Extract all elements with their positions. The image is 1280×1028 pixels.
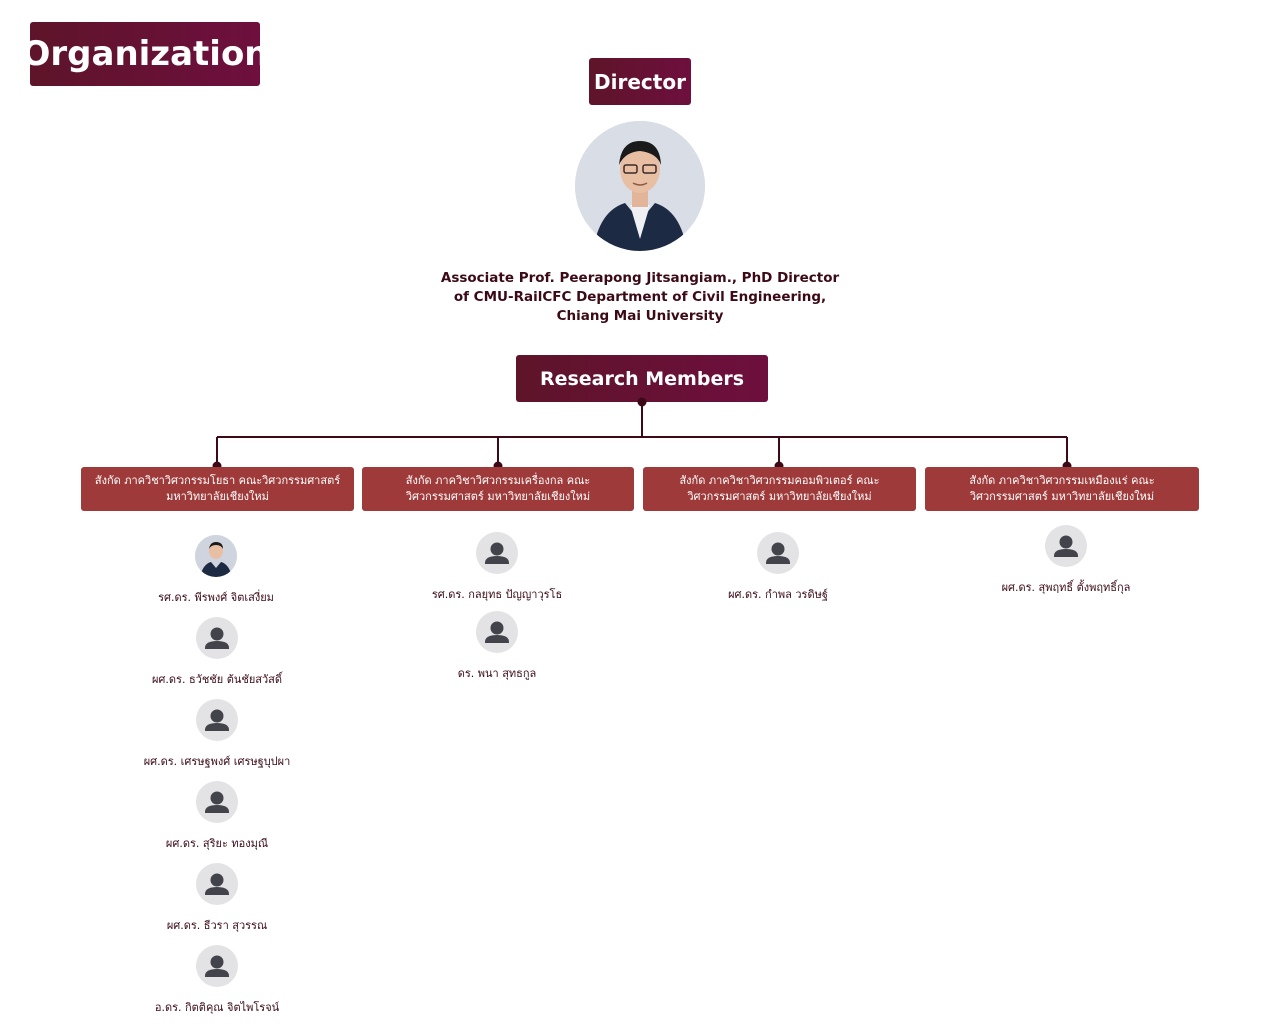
- member-name: รศ.ดร. กลยุทธ ปัญญาวุรโธ: [431, 588, 563, 601]
- member-card: ผศ.ดร. กำพล วรดิษฐ์: [658, 532, 898, 603]
- member-name: อ.ดร. กิตติคุณ จิตไพโรจน์: [154, 1001, 280, 1014]
- organization-title: Organization: [22, 22, 269, 86]
- person-icon: [196, 863, 238, 905]
- member-card: ดร. พนา สุทธกูล: [377, 611, 617, 682]
- member-name: รศ.ดร. พีรพงศ์ จิตเสงี่ยม: [158, 591, 274, 604]
- department-mining-box: สังกัด ภาควิชาวิศวกรรมเหมืองแร่ คณะวิศวก…: [925, 467, 1199, 511]
- person-icon: [757, 532, 799, 574]
- member-name: ผศ.ดร. สุพฤทธิ์ ตั้งพฤทธิ์กุล: [1001, 581, 1131, 594]
- person-icon: [476, 532, 518, 574]
- department-civil-box: สังกัด ภาควิชาวิศวกรรมโยธา คณะวิศวกรรมศา…: [81, 467, 354, 511]
- member-card: ผศ.ดร. สุริยะ ทองมุณี: [97, 781, 337, 852]
- director-photo: [575, 121, 705, 251]
- person-icon: [196, 699, 238, 741]
- person-icon: [1045, 525, 1087, 567]
- department-mechanical-box: สังกัด ภาควิชาวิศวกรรมเครื่องกล คณะวิศวก…: [362, 467, 634, 511]
- director-caption: Associate Prof. Peerapong Jitsangiam., P…: [440, 270, 840, 324]
- person-icon: [196, 945, 238, 987]
- member-card: รศ.ดร. กลยุทธ ปัญญาวุรโธ: [377, 532, 617, 603]
- member-card: อ.ดร. กิตติคุณ จิตไพโรจน์: [97, 945, 337, 1016]
- department-computer-box: สังกัด ภาควิชาวิศวกรรมคอมพิวเตอร์ คณะวิศ…: [643, 467, 916, 511]
- person-icon: [196, 617, 238, 659]
- member-photo: [195, 535, 237, 577]
- member-card: รศ.ดร. พีรพงศ์ จิตเสงี่ยม: [96, 535, 336, 606]
- director-label: Director: [589, 58, 691, 105]
- member-name: ผศ.ดร. เศรษฐพงศ์ เศรษฐบุปผา: [143, 755, 291, 768]
- member-name: ผศ.ดร. กำพล วรดิษฐ์: [728, 588, 828, 601]
- org-connector-lines: [212, 397, 1072, 470]
- research-members-label: Research Members: [516, 355, 768, 402]
- person-icon: [476, 611, 518, 653]
- member-card: ผศ.ดร. สุพฤทธิ์ ตั้งพฤทธิ์กุล: [946, 525, 1186, 596]
- member-card: ผศ.ดร. ธีวรา สุวรรณ: [97, 863, 337, 934]
- member-name: ผศ.ดร. ธีวรา สุวรรณ: [166, 919, 268, 932]
- member-name: ผศ.ดร. ธวัชชัย ต้นชัยสวัสดิ์: [151, 673, 283, 686]
- member-card: ผศ.ดร. เศรษฐพงศ์ เศรษฐบุปผา: [97, 699, 337, 770]
- member-name: ผศ.ดร. สุริยะ ทองมุณี: [165, 837, 269, 850]
- person-icon: [196, 781, 238, 823]
- member-name: ดร. พนา สุทธกูล: [457, 667, 537, 680]
- member-card: ผศ.ดร. ธวัชชัย ต้นชัยสวัสดิ์: [97, 617, 337, 688]
